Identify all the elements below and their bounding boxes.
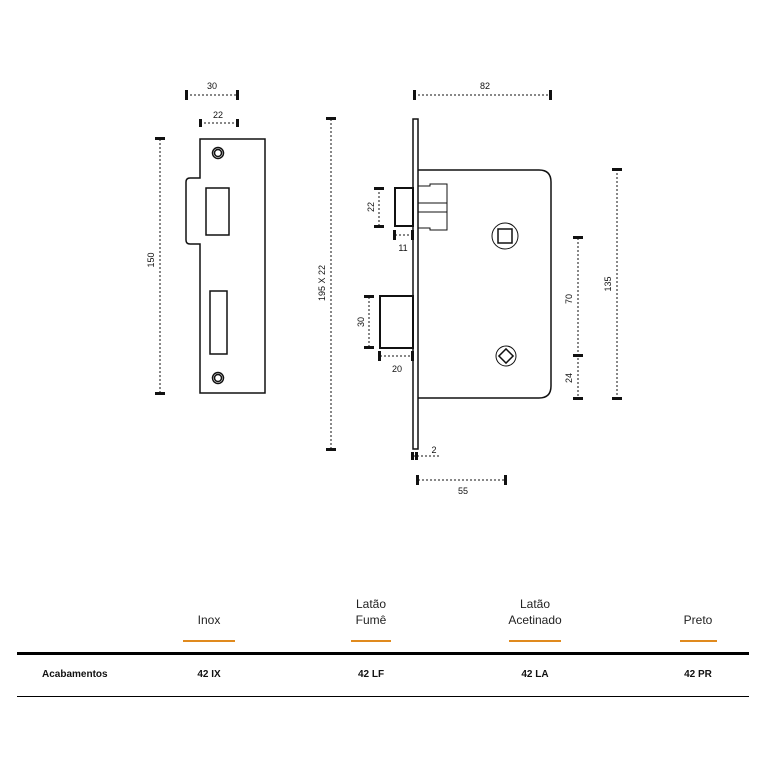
finish-name-line: Inox [197,613,221,627]
finish-code: 42 IX [197,669,221,680]
dim-11: 11 [398,243,407,253]
dim-82: 82 [480,81,490,91]
table-divider [17,652,749,655]
finish-name-line: Latão [519,597,551,611]
dim-24: 24 [564,373,574,383]
finish-name-line: Preto [683,613,713,627]
dim-135: 135 [603,276,613,291]
finish-code: 42 LA [521,669,549,680]
accent-underline [509,640,561,642]
finish-name-line: Latão [355,597,387,611]
strike-plate [185,138,266,394]
table-bottom-rule [17,696,749,697]
dim-55: 55 [458,486,468,496]
dim-latch-22: 22 [366,202,376,212]
dimension-labels: 30 22 150 82 195 X 22 22 11 30 20 2 55 7… [146,81,613,496]
dim-2: 2 [431,445,436,455]
dimension-ticks [155,90,622,485]
accent-underline [680,640,717,642]
accent-underline [351,640,391,642]
finish-name-line: Fumê [355,613,387,627]
finish-code: 42 PR [684,669,712,680]
row-label: Acabamentos [42,669,108,680]
dim-150: 150 [146,252,156,267]
dimension-lines [159,94,618,481]
finish-code: 42 LF [357,669,385,680]
dim-195x22: 195 X 22 [317,265,327,301]
dim-70: 70 [564,294,574,304]
accent-underline [183,640,235,642]
dim-bolt-30: 30 [356,317,366,327]
dim-20: 20 [392,364,402,374]
mortise-lock [379,118,552,450]
finish-header-inox: Inox [149,596,269,628]
dim-22: 22 [213,110,223,120]
finish-header-preto: Preto [638,596,758,628]
dim-30: 30 [207,81,217,91]
finish-name-line: Acetinado [508,613,562,627]
